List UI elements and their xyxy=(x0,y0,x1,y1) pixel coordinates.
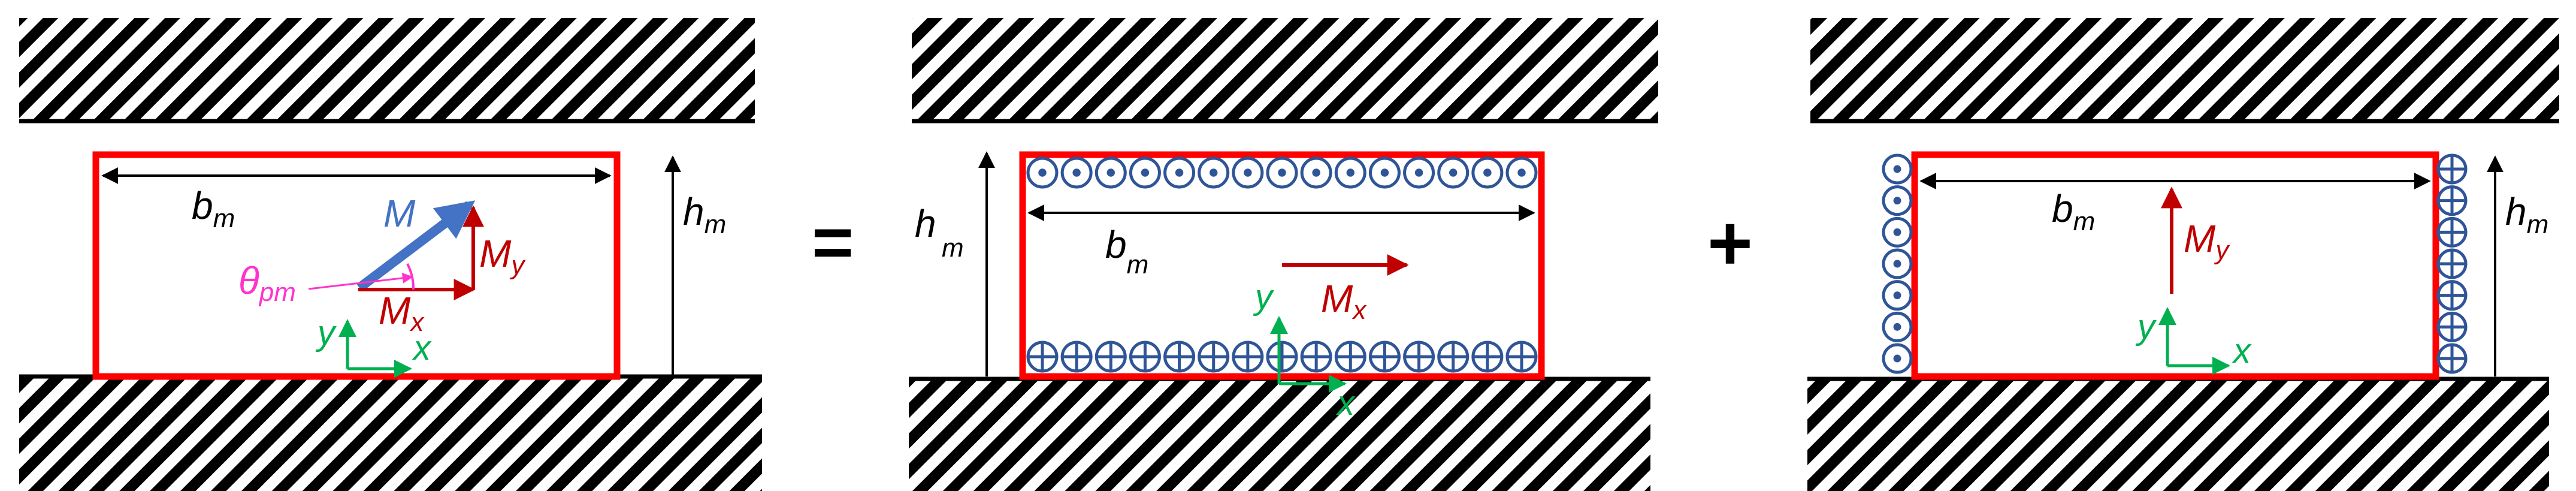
cross-in-circle-icon xyxy=(1334,341,1366,373)
magnet-outline xyxy=(92,151,621,380)
dot-in-circle-icon xyxy=(1403,156,1435,189)
axis-y-label: y xyxy=(1253,278,1274,317)
right-current-column xyxy=(2436,153,2468,374)
cross-in-circle-icon xyxy=(1368,341,1401,373)
cross-in-circle-icon xyxy=(2436,280,2468,311)
magnet-outline xyxy=(1019,151,1545,380)
dot-in-circle-icon xyxy=(1026,156,1059,189)
dot-in-circle-icon xyxy=(1437,156,1470,189)
width-label: bm xyxy=(1105,223,1148,279)
My-label: My xyxy=(479,232,526,280)
height-label: h xyxy=(915,202,936,245)
magnet-outline xyxy=(1911,151,2439,380)
dot-in-circle-icon xyxy=(1198,156,1230,189)
width-label: bm xyxy=(2052,187,2095,236)
dot-in-circle-icon xyxy=(1882,185,1913,216)
axis-x-label: x xyxy=(1335,384,1356,423)
cross-in-circle-icon xyxy=(1505,341,1538,373)
cross-in-circle-icon xyxy=(1471,341,1504,373)
panel-2-magnet-x-component: bm h m Mx y x xyxy=(909,18,1658,491)
cross-in-circle-icon xyxy=(2436,343,2468,374)
dot-in-circle-icon xyxy=(1334,156,1366,189)
top-current-row xyxy=(1026,156,1538,189)
cross-in-circle-icon xyxy=(1129,341,1161,373)
cross-in-circle-icon xyxy=(1060,341,1093,373)
panel-3-magnet-y-component: bm hm My y x xyxy=(1807,18,2559,491)
cross-in-circle-icon xyxy=(1095,341,1127,373)
dot-in-circle-icon xyxy=(1095,156,1127,189)
cross-in-circle-icon xyxy=(1232,341,1264,373)
dot-in-circle-icon xyxy=(1129,156,1161,189)
cross-in-circle-icon xyxy=(1266,341,1298,373)
bottom-iron-hatched-block xyxy=(1807,379,2549,491)
dot-in-circle-icon xyxy=(1505,156,1538,189)
dot-in-circle-icon xyxy=(1163,156,1196,189)
angle-pointer xyxy=(308,272,413,290)
dot-in-circle-icon xyxy=(1882,311,1913,342)
axis-y-label: y xyxy=(315,314,337,353)
dot-in-circle-icon xyxy=(1882,343,1913,374)
plus-sign: + xyxy=(1707,199,1753,287)
cross-in-circle-icon xyxy=(1403,341,1435,373)
cross-in-circle-icon xyxy=(1437,341,1470,373)
left-current-column xyxy=(1882,153,1913,374)
dot-in-circle-icon xyxy=(1882,216,1913,248)
bottom-current-row xyxy=(1026,341,1538,373)
height-label: hm xyxy=(2505,190,2548,239)
dot-in-circle-icon xyxy=(1882,153,1913,185)
bottom-iron-hatched-block xyxy=(19,376,762,491)
dot-in-circle-icon xyxy=(1060,156,1093,189)
height-label: hm xyxy=(683,190,726,239)
dot-in-circle-icon xyxy=(1232,156,1264,189)
cross-in-circle-icon xyxy=(2436,185,2468,216)
bottom-iron-hatched-block xyxy=(909,379,1650,491)
axis-x-label: x xyxy=(412,329,432,368)
cross-in-circle-icon xyxy=(2436,153,2468,185)
top-iron-hatched-block xyxy=(1810,18,2559,121)
Mx-label: Mx xyxy=(1321,277,1367,325)
cross-in-circle-icon xyxy=(1163,341,1196,373)
cross-in-circle-icon xyxy=(2436,248,2468,279)
width-label: bm xyxy=(192,184,235,233)
cross-in-circle-icon xyxy=(2436,311,2468,342)
Mx-label: Mx xyxy=(379,289,425,337)
cross-in-circle-icon xyxy=(1198,341,1230,373)
dot-in-circle-icon xyxy=(1300,156,1332,189)
top-iron-hatched-block xyxy=(19,18,755,121)
cross-in-circle-icon xyxy=(1300,341,1332,373)
axis-x-label: x xyxy=(2232,332,2252,370)
panel-1-magnet: bm hm M Mx My θpm y x xyxy=(19,18,762,491)
magnetization-vector-M xyxy=(356,200,476,292)
dot-in-circle-icon xyxy=(1471,156,1504,189)
cross-in-circle-icon xyxy=(2436,216,2468,248)
axis-y-label: y xyxy=(2135,308,2157,347)
equals-sign: = xyxy=(812,202,854,282)
dot-in-circle-icon xyxy=(1266,156,1298,189)
magnetization-label-M: M xyxy=(383,192,416,235)
top-iron-hatched-block xyxy=(912,18,1658,121)
My-label: My xyxy=(2184,217,2230,265)
dot-in-circle-icon xyxy=(1882,280,1913,311)
theta-pm-label: θpm xyxy=(238,259,296,307)
dot-in-circle-icon xyxy=(1882,248,1913,279)
cross-in-circle-icon xyxy=(1026,341,1059,373)
height-sub: m xyxy=(942,233,964,263)
dot-in-circle-icon xyxy=(1368,156,1401,189)
